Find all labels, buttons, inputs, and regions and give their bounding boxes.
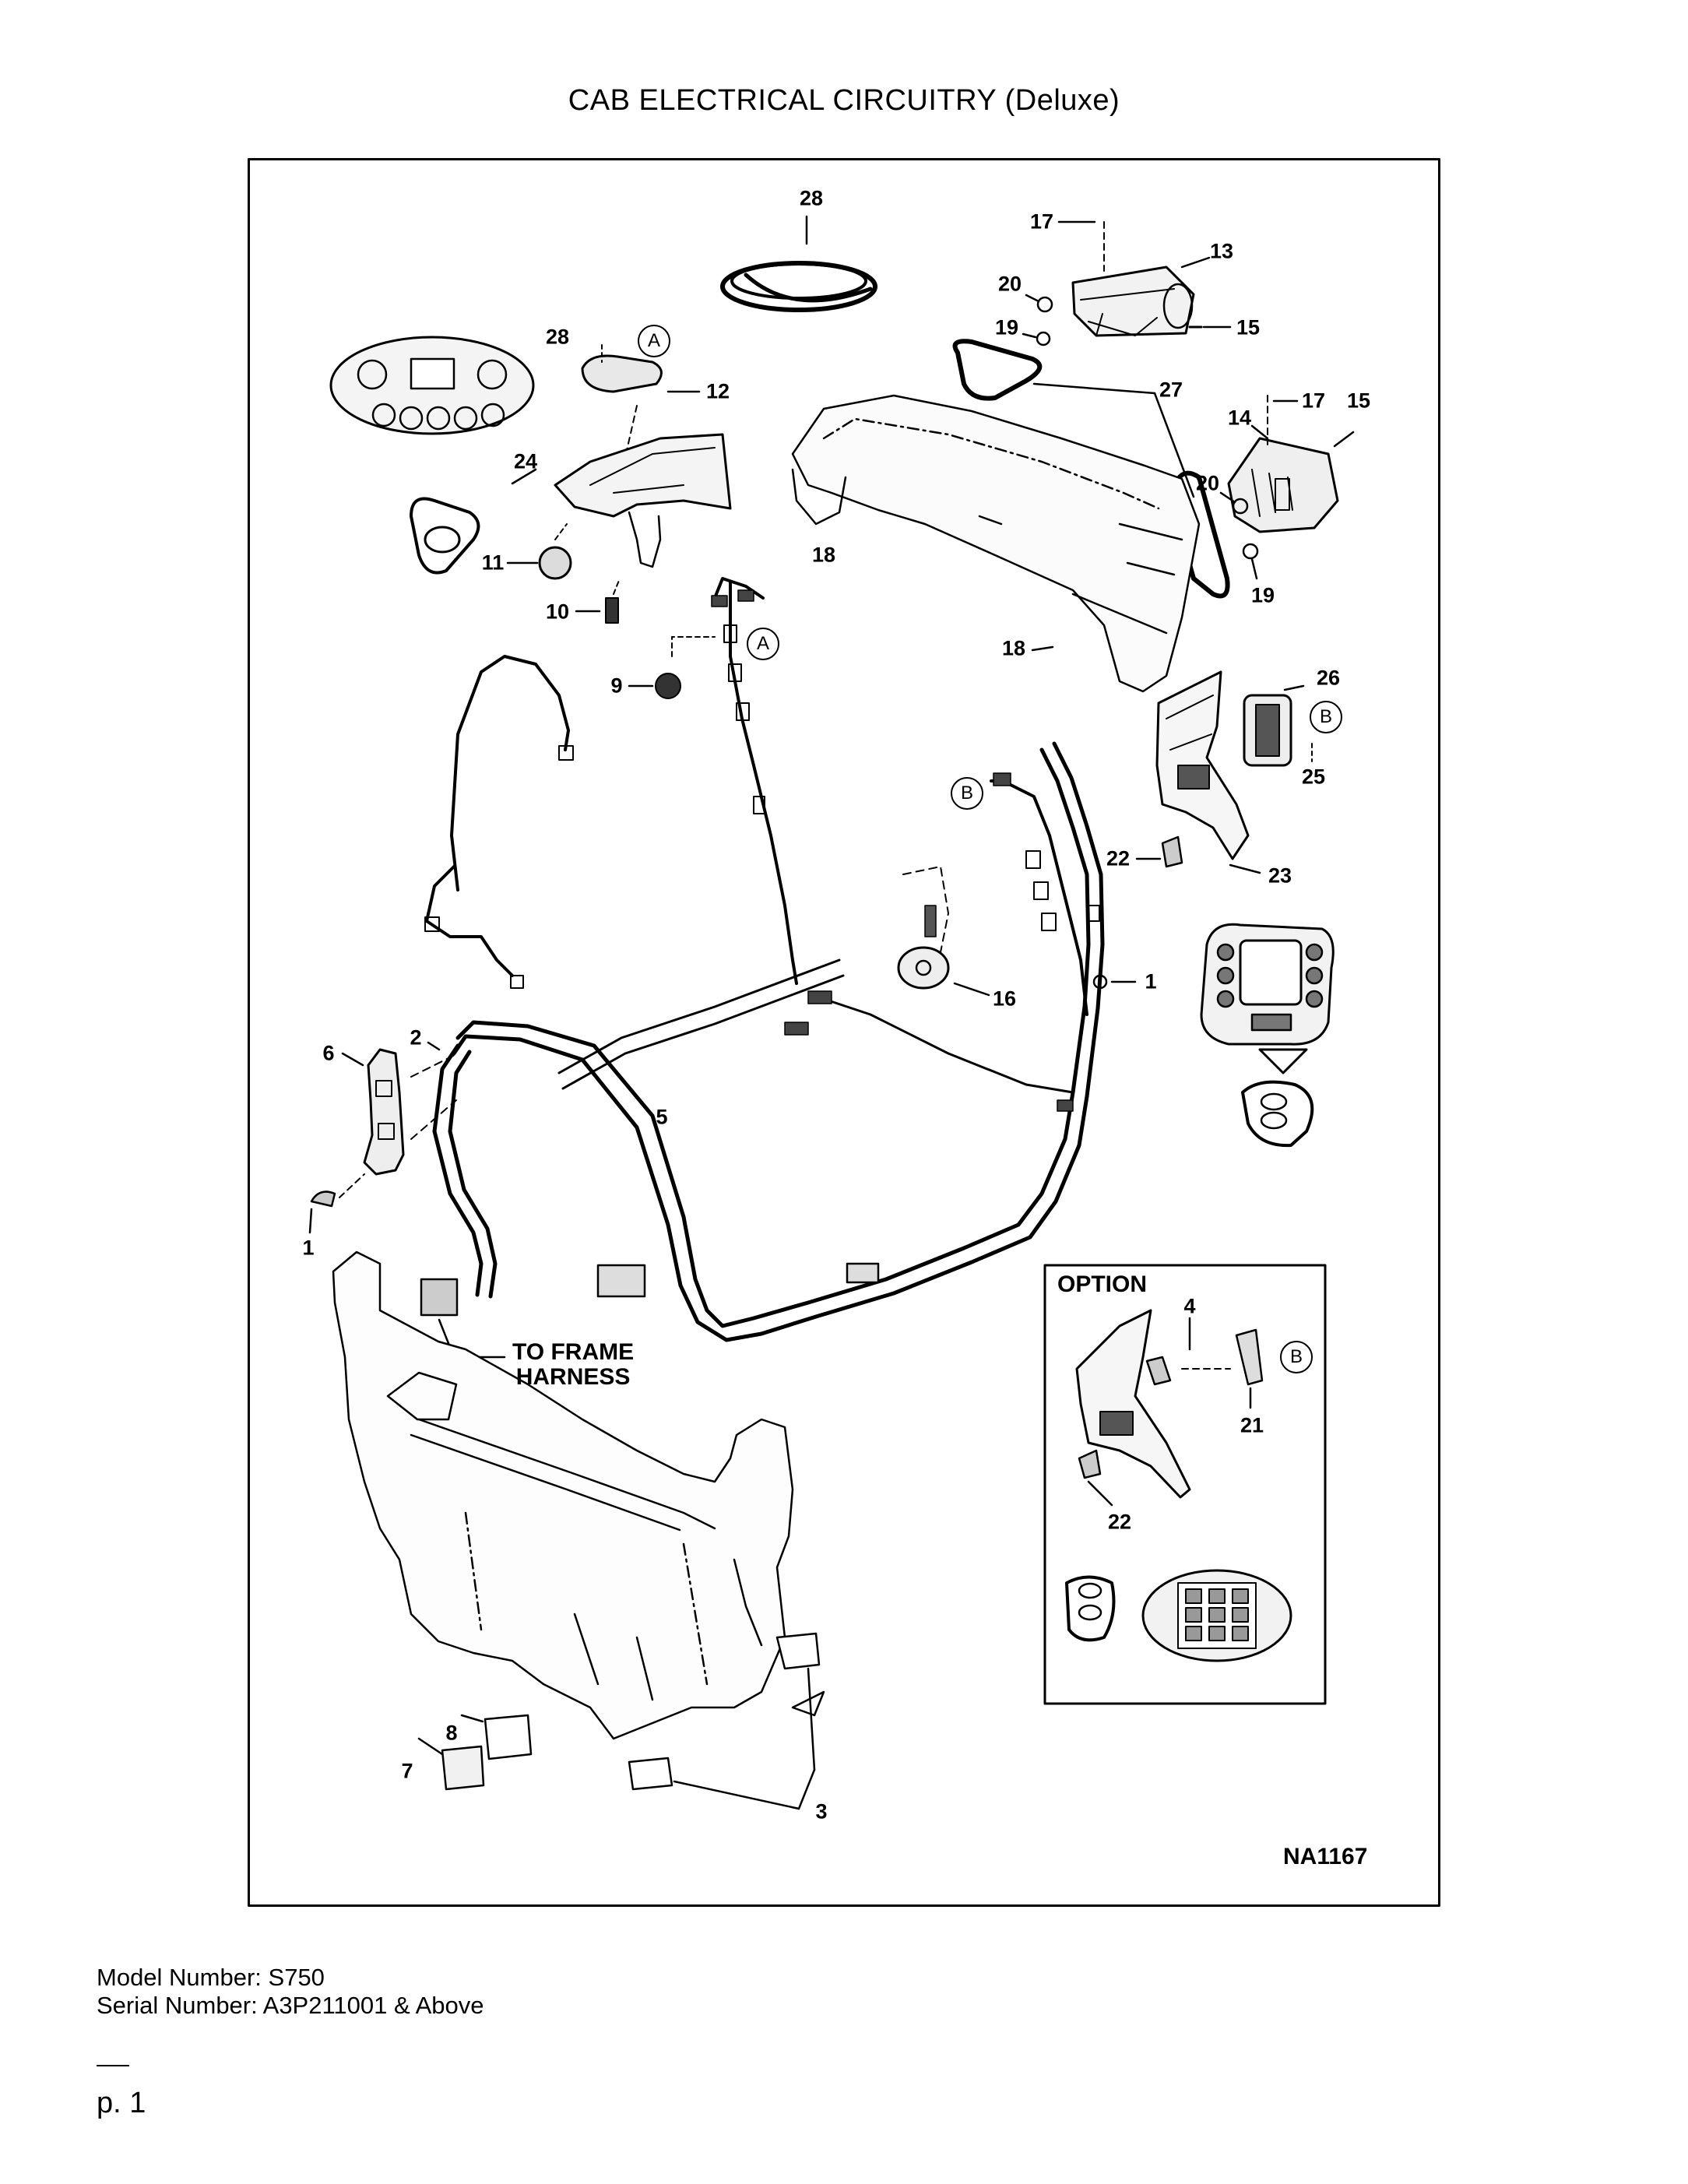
callout-3: 3 xyxy=(815,1799,828,1824)
callout-11: 11 xyxy=(481,550,505,575)
ref-circle-a: A xyxy=(638,325,670,357)
diagram-frame: A A B B B 28 17 13 20 19 15 28 12 27 17 … xyxy=(248,158,1440,1907)
callout-28: 28 xyxy=(545,325,570,349)
callout-2: 2 xyxy=(410,1025,422,1050)
dome-light-14 xyxy=(1227,437,1339,533)
callout-9: 9 xyxy=(610,673,623,698)
callout-23: 23 xyxy=(1268,863,1292,888)
callout-22: 22 xyxy=(1107,1510,1132,1534)
figure-code: NA1167 xyxy=(1283,1844,1368,1869)
main-harness-5 xyxy=(432,741,1105,1342)
callout-17: 17 xyxy=(1301,389,1326,413)
instrument-panel xyxy=(329,336,535,435)
display-panel-right xyxy=(1200,923,1335,1046)
callout-28: 28 xyxy=(799,186,824,210)
callout-18: 18 xyxy=(811,543,836,567)
ref-circle-b: B xyxy=(1280,1341,1313,1373)
callout-20: 20 xyxy=(1195,471,1220,495)
serial-number: Serial Number: A3P211001 & Above xyxy=(97,1992,484,2019)
harness-note: TO FRAME HARNESS xyxy=(512,1340,634,1390)
callout-6: 6 xyxy=(322,1041,335,1065)
callout-19: 19 xyxy=(994,315,1019,339)
harness-note-line2: HARNESS xyxy=(515,1364,631,1390)
callout-7: 7 xyxy=(401,1759,413,1783)
right-console xyxy=(1155,670,1292,860)
callout-1: 1 xyxy=(302,1236,315,1260)
page-number: p. 1 xyxy=(97,2087,146,2119)
callout-4: 4 xyxy=(1183,1294,1196,1318)
callout-1: 1 xyxy=(1145,969,1157,994)
dome-light-13 xyxy=(1071,266,1195,337)
ref-circle-a: A xyxy=(747,628,779,660)
callout-19: 19 xyxy=(1250,583,1275,607)
callout-20: 20 xyxy=(997,272,1022,296)
callout-13: 13 xyxy=(1209,239,1234,263)
callout-15: 15 xyxy=(1236,315,1261,339)
cab-frame xyxy=(332,1250,794,1740)
callout-26: 26 xyxy=(1316,666,1341,690)
callout-14: 14 xyxy=(1227,406,1252,430)
ref-circle-b: B xyxy=(1310,701,1342,733)
frame-border xyxy=(248,158,1440,1907)
callout-15: 15 xyxy=(1346,389,1371,413)
callout-21: 21 xyxy=(1240,1413,1264,1437)
callout-12: 12 xyxy=(705,379,730,403)
callout-16: 16 xyxy=(992,986,1017,1011)
option-console xyxy=(1075,1309,1264,1499)
model-number: Model Number: S750 xyxy=(97,1964,325,1991)
callout-10: 10 xyxy=(545,600,570,624)
callout-5: 5 xyxy=(656,1105,668,1129)
callout-27: 27 xyxy=(1159,378,1183,402)
harness-note-line1: TO FRAME xyxy=(512,1339,635,1365)
callout-24: 24 xyxy=(513,449,538,473)
callout-25: 25 xyxy=(1301,765,1326,789)
parts-drawing xyxy=(248,158,1440,1907)
callout-8: 8 xyxy=(445,1721,458,1745)
page-rule xyxy=(97,2065,129,2066)
cab-headliner xyxy=(791,394,1201,693)
option-label: OPTION xyxy=(1057,1271,1148,1297)
callout-17: 17 xyxy=(1029,209,1054,234)
callout-18: 18 xyxy=(1001,636,1026,660)
seal-coil-28 xyxy=(720,261,877,312)
callout-22: 22 xyxy=(1106,846,1131,870)
page-title: CAB ELECTRICAL CIRCUITRY (Deluxe) xyxy=(568,84,1120,117)
ref-circle-b: B xyxy=(951,777,983,810)
